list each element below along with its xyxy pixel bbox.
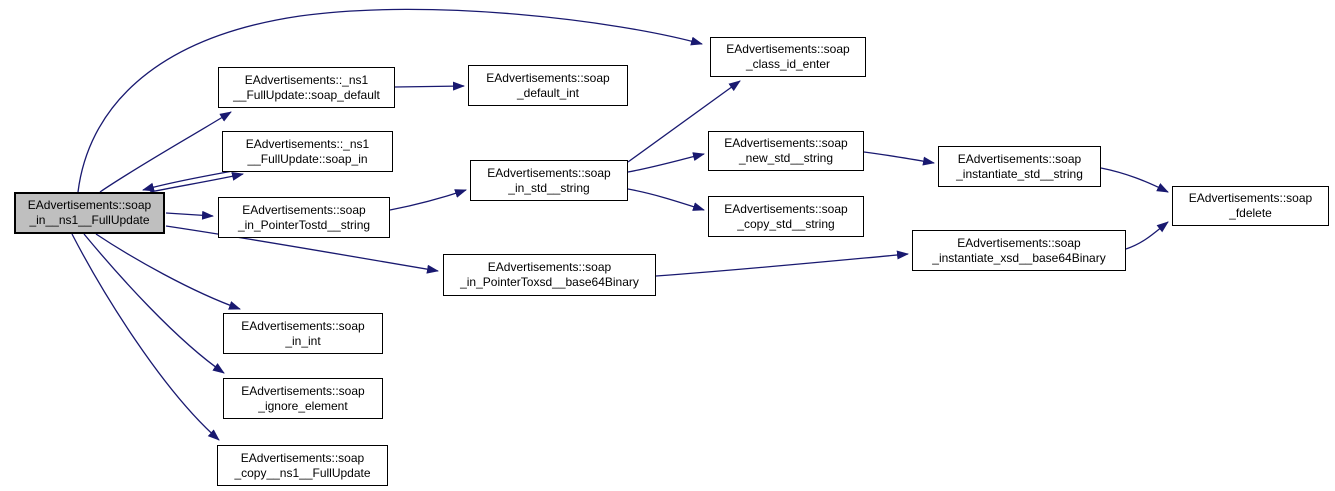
- node-label-line: EAdvertisements::soap: [27, 198, 152, 212]
- node-label-line: _new_std__string: [738, 151, 834, 165]
- node-label-line: _default_int: [516, 85, 580, 100]
- node-ns1-fullupdate-soap-in[interactable]: EAdvertisements::_ns1 __FullUpdate::soap…: [222, 131, 393, 172]
- node-soap-class-id-enter[interactable]: EAdvertisements::soap _class_id_enter: [710, 37, 866, 77]
- node-label-line: EAdvertisements::soap: [240, 450, 365, 465]
- node-label-line: EAdvertisements::soap: [957, 151, 1082, 166]
- edge-main-to-soap-in: [149, 171, 244, 193]
- node-soap-instantiate-std-string[interactable]: EAdvertisements::soap _instantiate_std__…: [938, 146, 1101, 187]
- edge-in-std-string-to-copy-std-string: [627, 188, 705, 211]
- edge-main-to-in-pointertoxsd-base64binary: [165, 225, 439, 274]
- node-soap-copy-ns1-fullupdate[interactable]: EAdvertisements::soap _copy__ns1__FullUp…: [217, 445, 388, 486]
- edge-new-std-string-to-instantiate-std-string: [863, 151, 935, 166]
- node-soap-fdelete[interactable]: EAdvertisements::soap _fdelete: [1172, 186, 1329, 226]
- edge-main-to-soap-default: [99, 111, 232, 193]
- edge-in-std-string-to-new-std-string: [627, 152, 705, 173]
- node-label-line: EAdvertisements::soap: [724, 201, 848, 216]
- node-label-line: __FullUpdate::soap_in: [247, 151, 368, 166]
- node-label-line: _fdelete: [1229, 206, 1272, 220]
- node-soap-instantiate-xsd-base64binary[interactable]: EAdvertisements::soap _instantiate_xsd__…: [912, 230, 1126, 271]
- edge-instantiate-xsd-to-fdelete: [1125, 221, 1169, 250]
- node-soap-copy-std-string[interactable]: EAdvertisements::soap _copy_std__string: [708, 196, 864, 237]
- node-label-line: EAdvertisements::soap: [487, 260, 612, 274]
- node-label-line: _in_PointerToxsd__base64Binary: [460, 275, 639, 289]
- edge-soap-default-to-default-int: [394, 81, 465, 91]
- node-label-line: _instantiate_std__string: [956, 166, 1083, 181]
- node-label-line: _in_PointerTostd__string: [237, 217, 371, 232]
- node-label-line: __FullUpdate::soap_default: [233, 87, 380, 102]
- node-label-line: EAdvertisements::soap: [487, 165, 611, 180]
- edge-in-pointertoxsd-to-instantiate-xsd: [655, 250, 909, 277]
- node-label-line: EAdvertisements::soap: [242, 202, 366, 217]
- node-label-line: EAdvertisements::soap: [241, 383, 365, 398]
- node-soap-in-std-string[interactable]: EAdvertisements::soap _in_std__string: [470, 160, 628, 201]
- edge-main-to-in-int: [95, 233, 241, 310]
- node-label-line: EAdvertisements::_ns1: [244, 72, 369, 87]
- node-soap-new-std-string[interactable]: EAdvertisements::soap _new_std__string: [708, 131, 864, 171]
- edge-main-to-class-id-enter: [77, 8, 703, 193]
- node-ns1-fullupdate-soap-default[interactable]: EAdvertisements::_ns1 __FullUpdate::soap…: [218, 67, 395, 108]
- node-label-line: EAdvertisements::soap: [724, 136, 848, 150]
- node-label-line: _copy__ns1__FullUpdate: [234, 465, 371, 480]
- edge-soap-in-to-main: [142, 170, 234, 192]
- edge-main-to-ignore-element: [83, 233, 225, 374]
- node-soap-in-int[interactable]: EAdvertisements::soap _in_int: [223, 313, 383, 354]
- edge-in-std-string-to-class-id-enter: [627, 80, 741, 163]
- edge-in-pointertostd-to-in-std-string: [389, 189, 467, 211]
- node-label-line: _copy_std__string: [737, 216, 835, 231]
- node-label-line: _class_id_enter: [745, 57, 831, 71]
- node-soap-in-ns1-fullupdate: EAdvertisements::soap _in__ns1__FullUpda…: [14, 192, 165, 234]
- node-soap-default-int[interactable]: EAdvertisements::soap _default_int: [468, 65, 628, 106]
- edge-instantiate-std-string-to-fdelete: [1100, 167, 1169, 193]
- node-label-line: EAdvertisements::soap: [241, 318, 365, 333]
- node-label-line: EAdvertisements::soap: [726, 42, 850, 56]
- node-soap-ignore-element[interactable]: EAdvertisements::soap _ignore_element: [223, 378, 383, 419]
- node-soap-in-pointertostd-string[interactable]: EAdvertisements::soap _in_PointerTostd__…: [218, 197, 390, 238]
- node-label-line: _in_std__string: [508, 180, 590, 195]
- node-label-line: _ignore_element: [258, 398, 348, 413]
- node-soap-in-pointertoxsd-base64binary[interactable]: EAdvertisements::soap _in_PointerToxsd__…: [443, 254, 656, 296]
- node-label-line: EAdvertisements::soap: [1188, 191, 1313, 205]
- node-label-line: _in_int: [285, 333, 321, 348]
- node-label-line: _instantiate_xsd__base64Binary: [932, 250, 1106, 265]
- node-label-line: EAdvertisements::_ns1: [245, 136, 370, 151]
- edge-main-to-in-pointertostd-string: [165, 210, 214, 220]
- edge-main-to-copy-ns1-fullupdate: [71, 233, 220, 441]
- node-label-line: EAdvertisements::soap: [957, 235, 1081, 250]
- node-label-line: EAdvertisements::soap: [486, 70, 610, 85]
- node-label-line: _in__ns1__FullUpdate: [29, 213, 150, 227]
